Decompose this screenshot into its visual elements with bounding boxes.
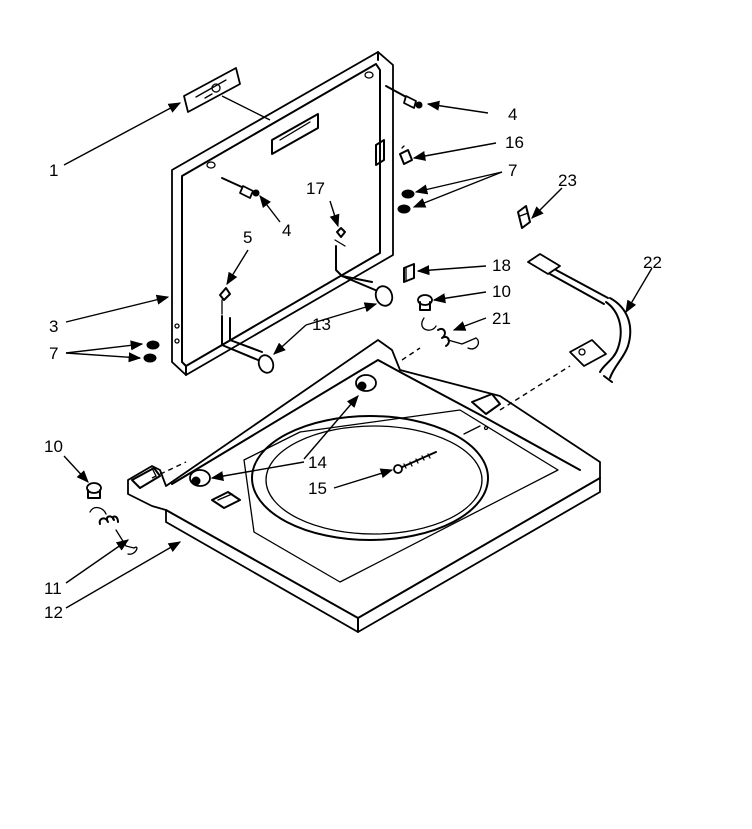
callout-15: 15: [308, 479, 327, 498]
screw: [393, 451, 437, 474]
bumper-screw-upper: [385, 85, 423, 109]
lid-switch-harness: [527, 253, 632, 383]
callout-5: 5: [243, 228, 252, 247]
hinge-bushing-right: [355, 374, 377, 392]
spring-upper: [421, 317, 480, 350]
hinge-rod-upper: [341, 275, 394, 307]
hinge-rod-lower: [221, 315, 275, 374]
hinge-connector: [219, 287, 231, 315]
screws-left: [143, 340, 160, 363]
callout-10-lower: 10: [44, 437, 63, 456]
leader-lines: [63, 100, 653, 609]
callout-23: 23: [558, 171, 577, 190]
bumper-upper: [417, 294, 433, 311]
bumper-lower: [86, 482, 102, 499]
callout-4-upper: 4: [508, 105, 517, 124]
lid-frame: [171, 51, 394, 376]
callout-22: 22: [643, 253, 662, 272]
callout-18: 18: [492, 256, 511, 275]
callout-13: 13: [312, 315, 331, 334]
assembly-line-spring: [401, 347, 421, 361]
callout-17: 17: [306, 179, 325, 198]
callout-21: 21: [492, 309, 511, 328]
callout-14: 14: [308, 453, 327, 472]
callout-3: 3: [49, 317, 58, 336]
assembly-line-harness: [499, 365, 571, 411]
label-plate: [183, 67, 271, 121]
bumper-screw-lower: [221, 177, 260, 199]
hinge-clip: [399, 145, 413, 165]
hinge-bushing-left: [189, 469, 211, 487]
bracket: [403, 263, 415, 283]
callout-7-left: 7: [49, 344, 58, 363]
callout-12: 12: [44, 603, 63, 622]
callout-16: 16: [505, 133, 524, 152]
wire-connector: [334, 227, 373, 283]
screws-right: [397, 189, 415, 214]
assembly-line-hinge: [151, 461, 187, 479]
callout-11: 11: [44, 579, 62, 598]
callout-7-right: 7: [508, 161, 517, 180]
callout-10-upper: 10: [492, 282, 511, 301]
spring-lower: [89, 506, 138, 555]
callout-1: 1: [49, 161, 58, 180]
small-clip: [517, 205, 531, 229]
callout-4-lower: 4: [282, 221, 291, 240]
top-panel: [127, 339, 601, 633]
